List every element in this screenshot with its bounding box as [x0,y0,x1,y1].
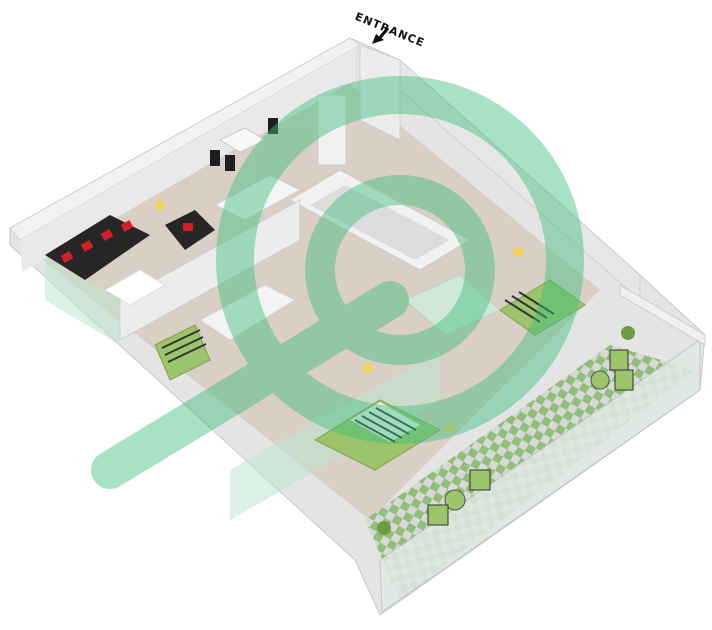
dining-chair [268,118,278,134]
lamp-bedroom [445,423,455,433]
kitchen-counter [213,174,302,221]
entrance-wall [359,44,401,141]
armchair [165,210,215,250]
balcony-furniture [377,326,635,535]
bed-third [154,324,211,381]
back-wall-face [20,48,355,272]
dining-chair [225,155,235,171]
balcony-railing [379,339,701,613]
wardrobe [199,284,297,341]
lamp-bedroom [363,363,373,373]
sofa [45,215,150,280]
entrance-arrow-icon [372,27,390,44]
dining-chair [210,150,220,166]
bed-master [313,399,442,471]
lamp-living [155,200,165,210]
balcony-side-wall [619,284,706,346]
bed-second [499,279,586,336]
glass-partition-left [45,255,120,345]
lamp-bedroom [513,247,523,257]
living-floor [30,80,600,520]
bathroom-floor [310,185,450,260]
watermark-logo [91,76,584,489]
fridge [317,94,347,166]
coffee-table [104,269,166,306]
dining-table [218,127,267,153]
